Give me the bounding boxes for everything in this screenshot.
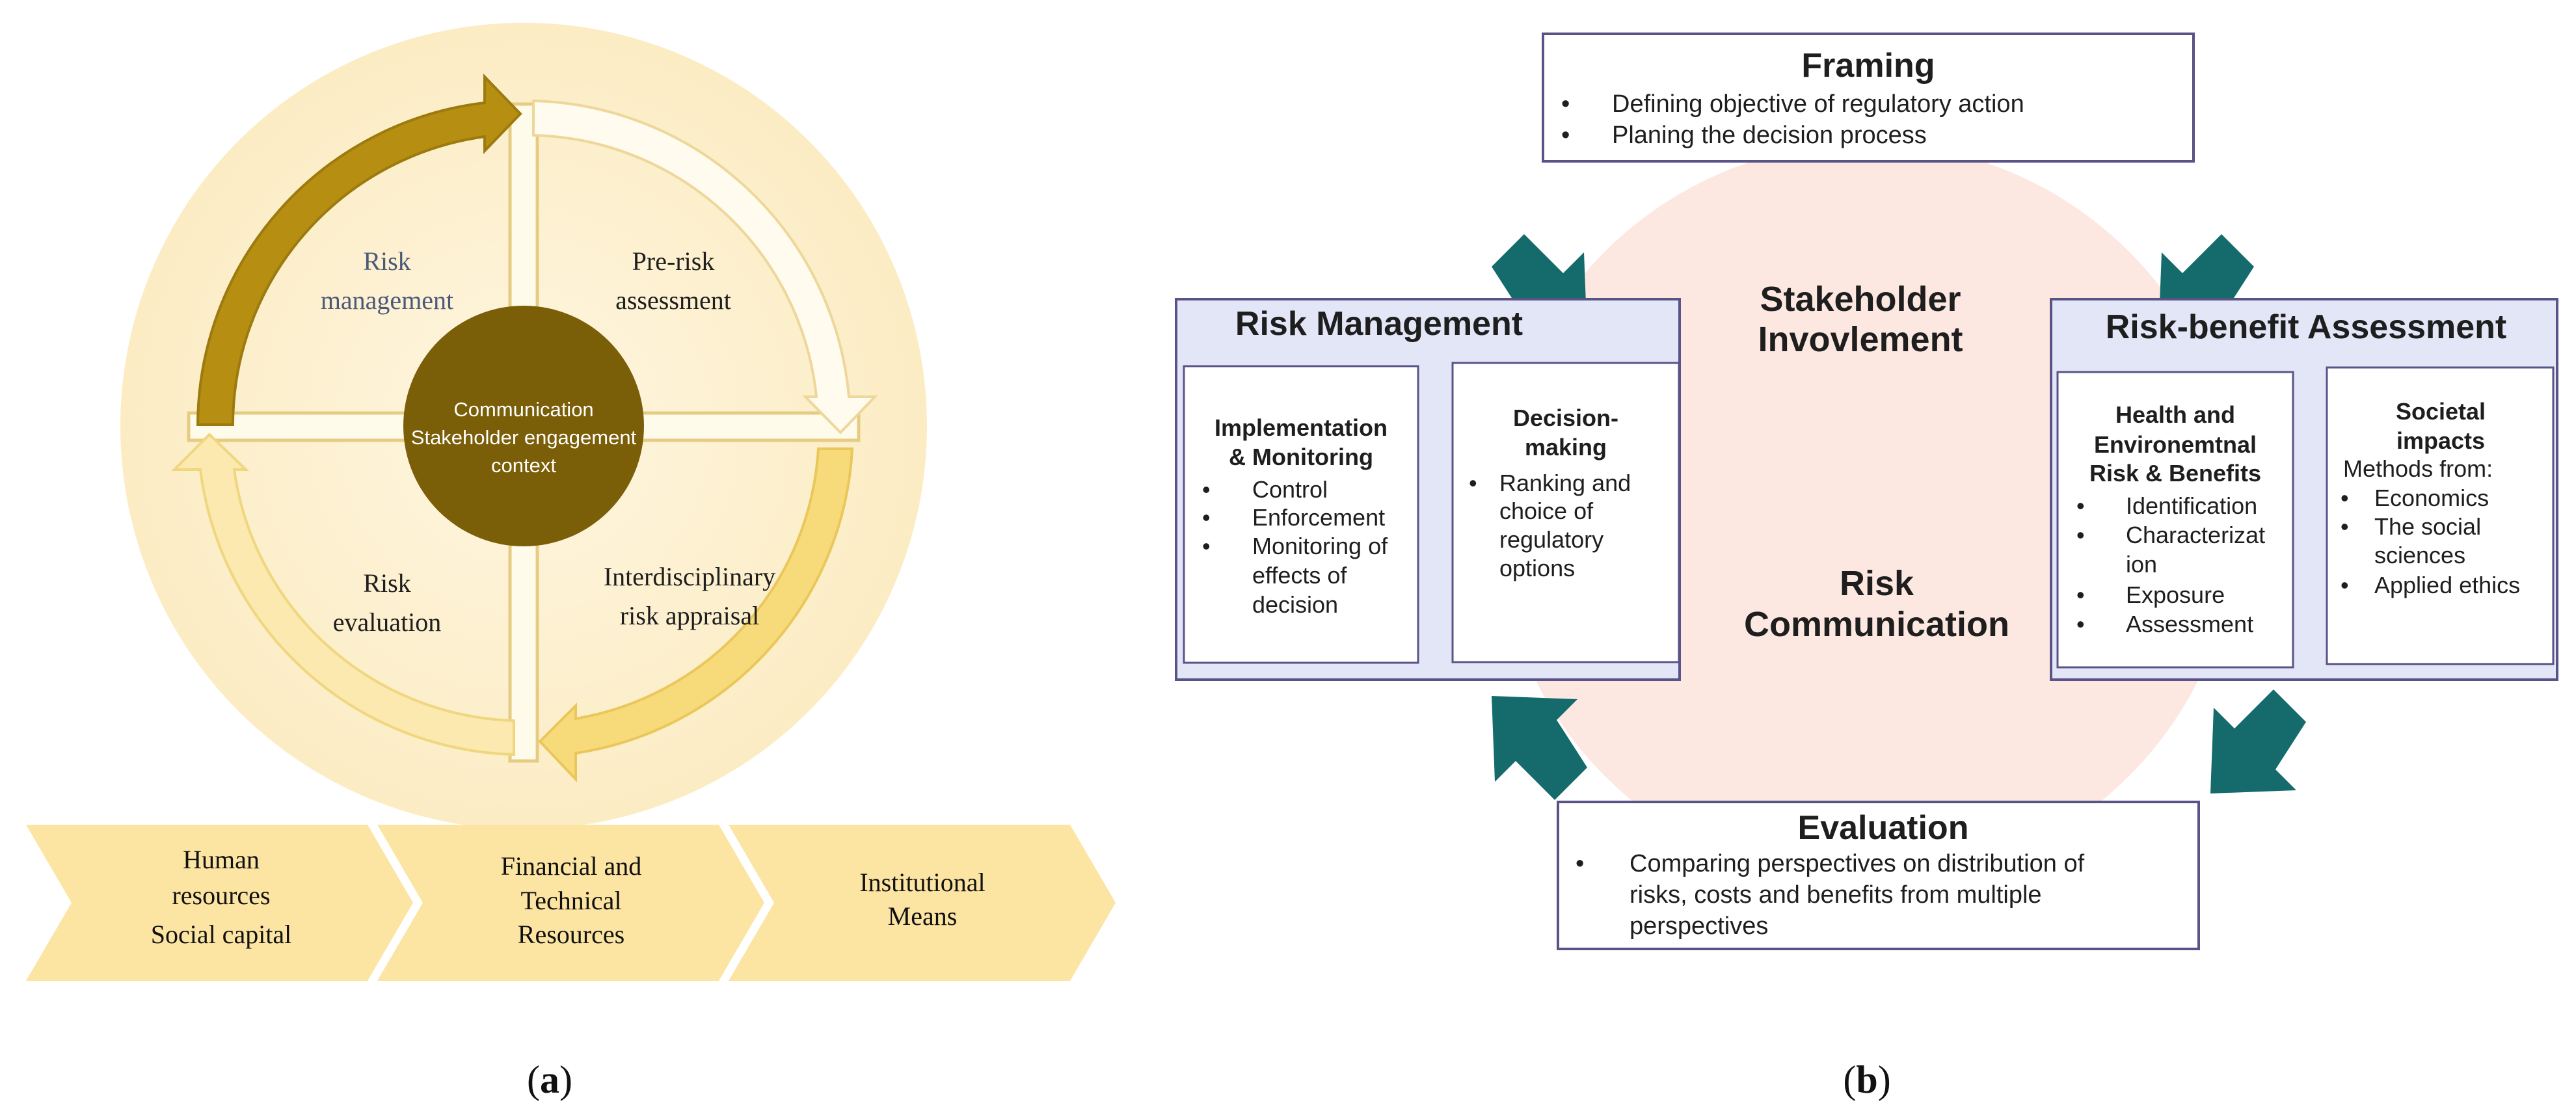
evaluation-bullet-line-2: risks, costs and benefits from multiple xyxy=(1630,881,2042,909)
panel-a-cycle-diagram: Communication Stakeholder engagement con… xyxy=(26,23,1116,1101)
decision-making-box xyxy=(1451,362,1680,663)
framing-bullet-2: Planing the decision process xyxy=(1612,122,1927,149)
decision-bullet-1-line-2: choice of xyxy=(1499,498,1594,524)
label-risk-management-2: management xyxy=(321,286,453,315)
societal-bullet-3-dot: • xyxy=(2341,572,2349,598)
arrow-bottom-right xyxy=(538,447,854,783)
societal-bullet-2-line-2: sciences xyxy=(2374,542,2465,568)
arrow-top-left xyxy=(196,73,522,426)
framing-bullet-1-dot: • xyxy=(1561,90,1570,118)
risk-benefit-title: Risk-benefit Assessment xyxy=(2106,308,2507,346)
health-bullet-2-line-2: ion xyxy=(2126,551,2157,578)
risk-comm-line-2: Communication xyxy=(1744,605,2009,644)
center-line-1: Communication xyxy=(453,398,593,421)
health-bullet-2-dot: • xyxy=(2076,522,2085,548)
chevron-3-line-1: Institutional xyxy=(859,868,985,897)
chevron-1-line-3: Social capital xyxy=(151,920,292,949)
label-interdisciplinary-1: Interdisciplinary xyxy=(604,562,775,591)
decision-bullet-1-line-4: options xyxy=(1499,555,1575,581)
evaluation-box xyxy=(1557,801,2200,950)
chevron-financial-technical xyxy=(377,825,764,981)
health-bullet-4: Assessment xyxy=(2126,611,2253,637)
impl-bullet-3-line-2: effects of xyxy=(1252,562,1347,589)
impl-bullet-3-line-1: Monitoring of xyxy=(1252,533,1388,559)
framing-title: Framing xyxy=(1801,47,1935,85)
caption-b: (b) xyxy=(1843,1058,1890,1101)
societal-bullet-2-line-1: The social xyxy=(2374,513,2481,540)
societal-bullet-1: Economics xyxy=(2374,485,2489,511)
decision-heading-1: Decision- xyxy=(1513,405,1618,431)
impl-bullet-3-line-3: decision xyxy=(1252,591,1338,618)
label-risk-management-1: Risk xyxy=(363,247,410,276)
chevron-institutional xyxy=(729,825,1116,981)
impl-heading-1: Implementation xyxy=(1214,414,1388,441)
health-heading-2: Environemtnal xyxy=(2094,431,2257,458)
societal-subheading: Methods from: xyxy=(2343,455,2493,482)
label-pre-risk-1: Pre-risk xyxy=(632,247,715,276)
resource-chevrons xyxy=(26,825,1116,981)
chevron-2-line-3: Resources xyxy=(518,920,624,949)
arrow-bottom-left xyxy=(171,433,515,756)
health-heading-1: Health and xyxy=(2115,401,2235,428)
caption-a: (a) xyxy=(527,1058,572,1101)
health-bullet-3: Exposure xyxy=(2126,581,2225,608)
panel-b-process-diagram: Stakeholder Invovlement Risk Communicati… xyxy=(1175,33,2558,1101)
impl-bullet-3-dot: • xyxy=(1202,533,1211,559)
chevron-2-line-2: Technical xyxy=(521,886,622,915)
label-risk-evaluation-1: Risk xyxy=(363,568,410,598)
framing-box xyxy=(1542,33,2195,163)
chevron-1-line-2: resources xyxy=(172,881,270,910)
health-bullet-1: Identification xyxy=(2126,492,2257,519)
arrow-eval-to-rm xyxy=(1492,696,1587,800)
health-bullet-2-line-1: Characterizat xyxy=(2126,522,2265,548)
arrow-rba-to-eval xyxy=(2210,689,2306,793)
health-bullet-4-dot: • xyxy=(2076,611,2085,637)
evaluation-bullet-line-3: perspectives xyxy=(1630,913,1768,940)
societal-bullet-2-dot: • xyxy=(2341,513,2349,540)
decision-heading-2: making xyxy=(1525,434,1607,460)
stakeholder-line-1: Stakeholder xyxy=(1760,280,1961,319)
decision-bullet-1-line-3: regulatory xyxy=(1499,526,1603,553)
health-bullet-1-dot: • xyxy=(2076,492,2085,519)
health-heading-3: Risk & Benefits xyxy=(2089,460,2261,487)
societal-heading-1: Societal xyxy=(2396,398,2486,425)
chevron-3-line-2: Means xyxy=(888,901,958,931)
chevron-1-line-1: Human xyxy=(183,845,260,874)
health-bullet-3-dot: • xyxy=(2076,581,2085,608)
label-pre-risk-2: assessment xyxy=(615,286,731,315)
risk-comm-line-1: Risk xyxy=(1840,564,1914,603)
impl-heading-2: & Monitoring xyxy=(1229,444,1373,470)
label-interdisciplinary-2: risk appraisal xyxy=(620,601,759,630)
evaluation-bullet-line-1: Comparing perspectives on distribution o… xyxy=(1630,850,2085,877)
decision-bullet-1-line-1: Ranking and xyxy=(1499,470,1631,496)
arrow-top-right xyxy=(532,99,878,434)
stakeholder-line-2: Invovlement xyxy=(1758,320,1963,359)
center-disc xyxy=(403,306,644,546)
societal-impacts-box xyxy=(2326,366,2555,665)
decision-bullet-1-dot: • xyxy=(1469,470,1477,496)
evaluation-bullet-dot: • xyxy=(1576,850,1584,877)
societal-bullet-3: Applied ethics xyxy=(2374,572,2520,598)
chevron-human-resources xyxy=(26,825,413,981)
label-risk-evaluation-2: evaluation xyxy=(333,607,442,637)
impl-monitoring-box xyxy=(1183,365,1419,664)
impl-bullet-1: Control xyxy=(1252,476,1328,503)
societal-heading-2: impacts xyxy=(2396,427,2485,454)
center-line-2: Stakeholder engagement xyxy=(411,426,637,449)
societal-bullet-1-dot: • xyxy=(2341,485,2349,511)
evaluation-title: Evaluation xyxy=(1798,809,1969,847)
impl-bullet-2-dot: • xyxy=(1202,504,1211,531)
center-line-3: context xyxy=(491,454,556,477)
health-env-box xyxy=(2056,371,2294,669)
framing-bullet-2-dot: • xyxy=(1561,122,1570,149)
risk-management-title: Risk Management xyxy=(1235,305,1523,343)
framing-bullet-1: Defining objective of regulatory action xyxy=(1612,90,2024,118)
impl-bullet-2: Enforcement xyxy=(1252,504,1385,531)
chevron-2-line-1: Financial and xyxy=(501,851,642,881)
impl-bullet-1-dot: • xyxy=(1202,476,1211,503)
